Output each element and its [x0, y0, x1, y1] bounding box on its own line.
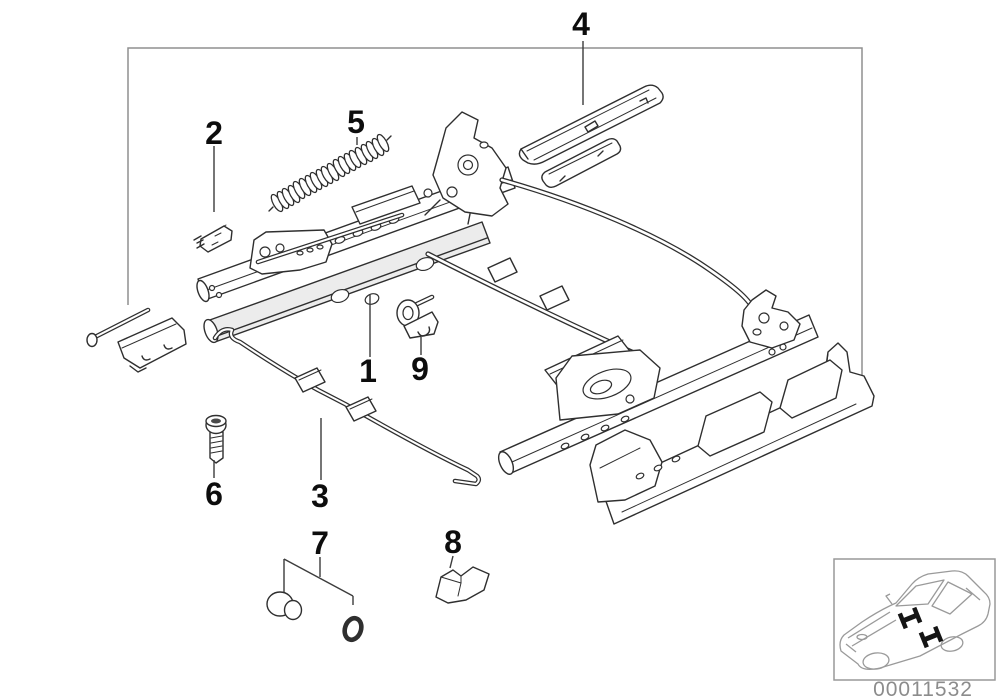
callout-5-label: 5 — [347, 104, 365, 140]
left-clamp-holder — [86, 307, 187, 373]
callout-3: 3 — [311, 418, 329, 514]
callout-8: 8 — [444, 524, 462, 569]
callout-2: 2 — [205, 115, 223, 212]
callout-2-label: 2 — [205, 115, 223, 151]
actuation-rod-part-3 — [212, 327, 482, 487]
callout-4-label: 4 — [572, 6, 590, 42]
detent-clip-part-2 — [193, 224, 233, 253]
callout-9: 9 — [411, 337, 429, 387]
o-ring — [342, 615, 364, 643]
callout-4: 4 — [572, 6, 590, 105]
bolt-part-6 — [205, 414, 227, 464]
callout-7-label: 7 — [311, 525, 329, 561]
frame-border — [127, 47, 863, 379]
callout-1-label: 1 — [359, 353, 377, 389]
left-rail-assembly-part-1 — [196, 111, 758, 357]
bushing-set-part-7 — [266, 591, 364, 643]
callout-7-pointer-diagonal — [283, 558, 354, 597]
callout-1: 1 — [359, 295, 377, 389]
part-number-label: 00011532 — [873, 678, 973, 700]
bmw-car-icon — [839, 570, 991, 670]
car-location-inset: 00011532 — [833, 558, 996, 700]
callouts: 1 2 3 4 5 6 7 8 — [205, 6, 590, 605]
callout-8-label: 8 — [444, 524, 462, 560]
callout-8-pointer — [449, 555, 454, 569]
callout-5: 5 — [347, 104, 365, 145]
seat-rail-position-marks — [897, 606, 944, 649]
pivot-pin-part-9 — [396, 294, 439, 339]
end-cap-part-8 — [435, 566, 490, 604]
tension-spring-part-5 — [268, 132, 392, 214]
callout-6: 6 — [205, 460, 223, 512]
callout-7: 7 — [283, 525, 354, 605]
callout-6-label: 6 — [205, 476, 223, 512]
callout-3-label: 3 — [311, 478, 329, 514]
right-rail-assembly — [497, 289, 875, 525]
callout-9-label: 9 — [411, 351, 429, 387]
car-inset-box — [833, 558, 996, 681]
rail-cover-part-4 — [518, 84, 664, 188]
